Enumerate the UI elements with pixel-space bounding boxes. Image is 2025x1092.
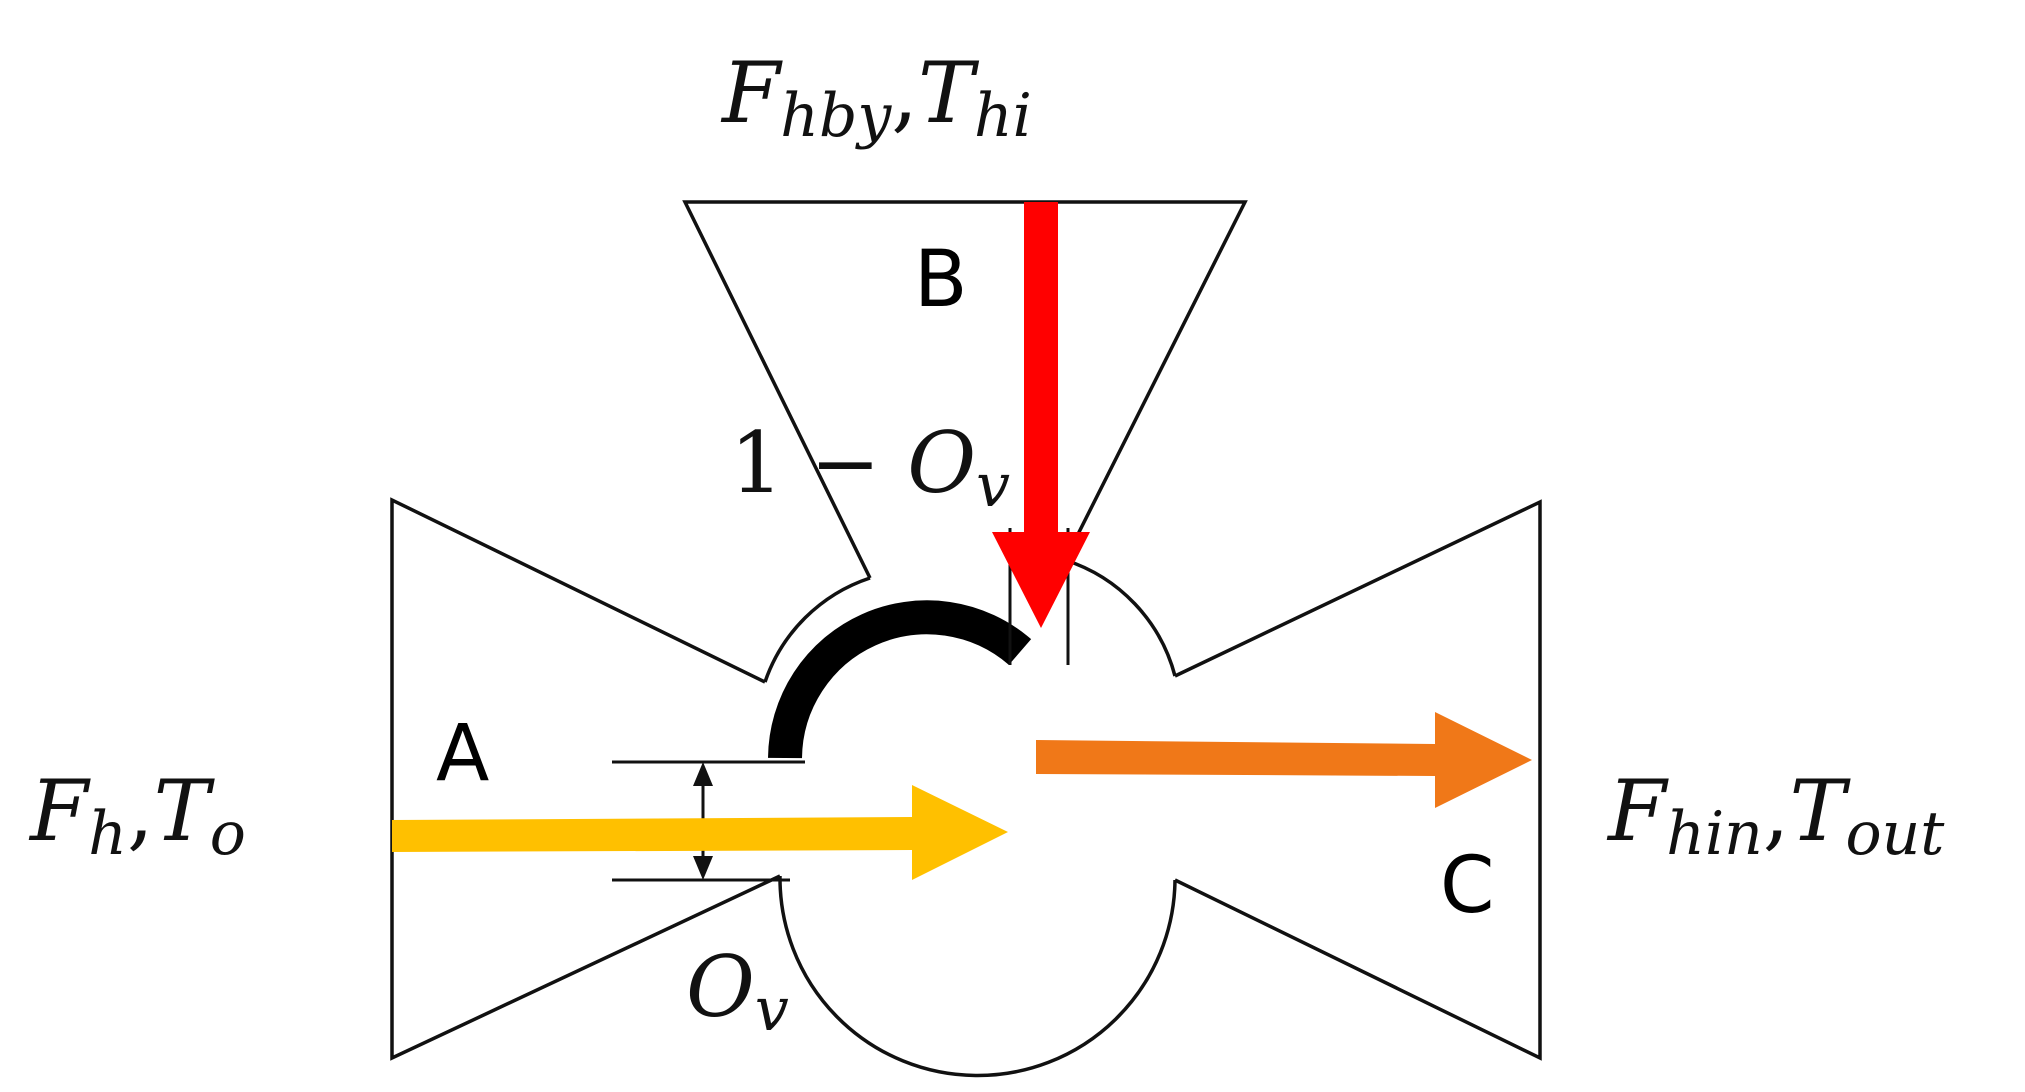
opening-arrowhead-up xyxy=(693,762,713,786)
port-a-label: A xyxy=(436,709,489,799)
port-c-label: C xyxy=(1440,841,1494,931)
inlet-a-label: Fh,To xyxy=(28,762,246,869)
opening-arrowhead-down xyxy=(693,856,713,880)
outlet-c-label: Fhin,Tout xyxy=(1606,762,1945,869)
port-b-label: B xyxy=(914,235,968,325)
outlet-c-body xyxy=(1174,499,1542,1061)
opening-b-label: 1 − Ov xyxy=(730,414,1010,521)
valve-sphere-bottom xyxy=(778,875,1177,1078)
valve-plug xyxy=(768,600,1032,759)
inlet-a-body xyxy=(390,497,781,1061)
inlet-b-label: Fhby,Thi xyxy=(720,44,1032,151)
valve-sphere xyxy=(763,576,871,683)
flow-c-arrow xyxy=(1036,712,1532,808)
valve-sphere-right xyxy=(1064,558,1177,677)
flow-b-arrow xyxy=(992,202,1090,628)
opening-a-label: Ov xyxy=(686,938,789,1045)
flow-a-arrow xyxy=(392,785,1008,880)
inlet-b-body xyxy=(682,200,1248,579)
